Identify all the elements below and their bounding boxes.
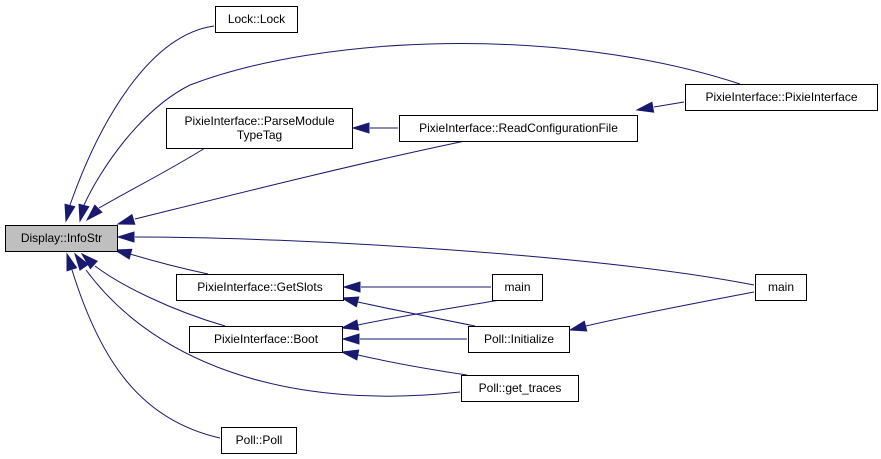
edge-pollinit-to-getslots [340, 296, 476, 327]
edge-readconfig-to-infostr [116, 140, 466, 225]
edge-line [134, 140, 466, 220]
edge-line [357, 301, 476, 327]
node-box [755, 274, 807, 301]
node-label: PixieInterface::ReadConfigurationFile [419, 121, 618, 135]
node-box [166, 108, 353, 149]
node-box [685, 84, 878, 111]
arrowhead-icon [113, 248, 133, 260]
node-label: main [768, 280, 794, 294]
edge-main1-to-getslots [342, 281, 491, 293]
arrowhead-icon [116, 231, 135, 243]
edge-lock-to-infostr [64, 25, 215, 223]
arrowhead-icon [340, 319, 360, 331]
edge-line [69, 25, 215, 206]
node-getslots[interactable]: PixieInterface::GetSlots [176, 274, 344, 301]
node-readconfig[interactable]: PixieInterface::ReadConfigurationFile [399, 115, 638, 142]
arrowhead-icon [351, 122, 370, 134]
node-label: main [504, 280, 530, 294]
node-label: Lock::Lock [228, 12, 286, 26]
edge-line [129, 253, 209, 275]
edge-line [94, 265, 226, 327]
node-box [399, 115, 638, 142]
node-gettraces[interactable]: Poll::get_traces [461, 375, 579, 402]
node-lock[interactable]: Lock::Lock [215, 6, 298, 33]
node-box [492, 274, 543, 301]
edge-readconfig-to-parsemodule [351, 122, 398, 134]
node-main1[interactable]: main [492, 274, 543, 301]
node-pixiector[interactable]: PixieInterface::PixieInterface [685, 84, 878, 111]
edges-layer [64, 25, 755, 439]
arrowhead-icon [340, 296, 360, 308]
node-boot[interactable]: PixieInterface::Boot [189, 326, 343, 353]
edge-boot-to-infostr [80, 252, 226, 327]
arrowhead-icon [66, 252, 78, 272]
arrowhead-icon [80, 252, 98, 270]
edge-gettraces-to-infostr [74, 252, 461, 397]
node-box [189, 326, 343, 353]
node-label: Poll::get_traces [479, 381, 562, 395]
edge-pixiector-to-infostr [78, 43, 741, 223]
node-box [176, 274, 344, 301]
edge-getslots-to-infostr [113, 248, 209, 275]
node-label: Poll::Initialize [484, 332, 554, 346]
node-box [468, 326, 570, 353]
edge-line [83, 43, 741, 206]
arrowhead-icon [342, 281, 361, 293]
edge-parsemodule-to-infostr [85, 147, 206, 222]
node-label: PixieInterface::GetSlots [197, 280, 322, 294]
arrowhead-icon [635, 101, 655, 113]
node-label: PixieInterface::ParseModule [184, 114, 334, 128]
node-pollinit[interactable]: Poll::Initialize [468, 326, 570, 353]
node-box [215, 6, 298, 33]
arrowhead-icon [341, 333, 360, 345]
arrowhead-icon [74, 252, 90, 271]
arrowhead-icon [78, 203, 90, 223]
edge-line [585, 291, 755, 327]
edge-gettraces-to-boot [340, 349, 468, 376]
node-box [221, 427, 297, 454]
edge-line [357, 299, 501, 326]
node-label: TypeTag [237, 128, 282, 142]
node-box [461, 375, 579, 402]
edge-pollinit-to-boot [341, 333, 467, 345]
edge-line [653, 101, 685, 108]
focus-node-box [5, 225, 118, 252]
arrowhead-icon [568, 320, 588, 332]
arrowhead-icon [116, 213, 136, 225]
arrowhead-icon [85, 204, 103, 222]
node-pollctor[interactable]: Poll::Poll [221, 427, 297, 454]
edge-pollctor-to-infostr [66, 252, 221, 439]
nodes-layer: Display::InfoStr Lock::LockPixieInterface… [5, 6, 878, 454]
node-label: PixieInterface::Boot [214, 332, 319, 346]
arrowhead-icon [340, 349, 360, 361]
edge-line [134, 236, 755, 286]
edge-line [98, 147, 206, 209]
edge-line [71, 269, 221, 439]
node-label: PixieInterface::PixieInterface [705, 90, 857, 104]
edge-line [85, 269, 461, 397]
node-main2[interactable]: main [755, 274, 807, 301]
edge-main2-to-pollinit [568, 291, 755, 332]
edge-main1-to-boot [340, 299, 501, 331]
node-infostr[interactable]: Display::InfoStr [5, 225, 118, 252]
edge-pixiector-to-readconfig [635, 101, 685, 113]
edge-line [357, 354, 468, 376]
node-label: Poll::Poll [236, 433, 283, 447]
edge-main2-to-infostr [116, 231, 755, 286]
node-label: Display::InfoStr [21, 231, 102, 245]
arrowhead-icon [64, 203, 76, 223]
